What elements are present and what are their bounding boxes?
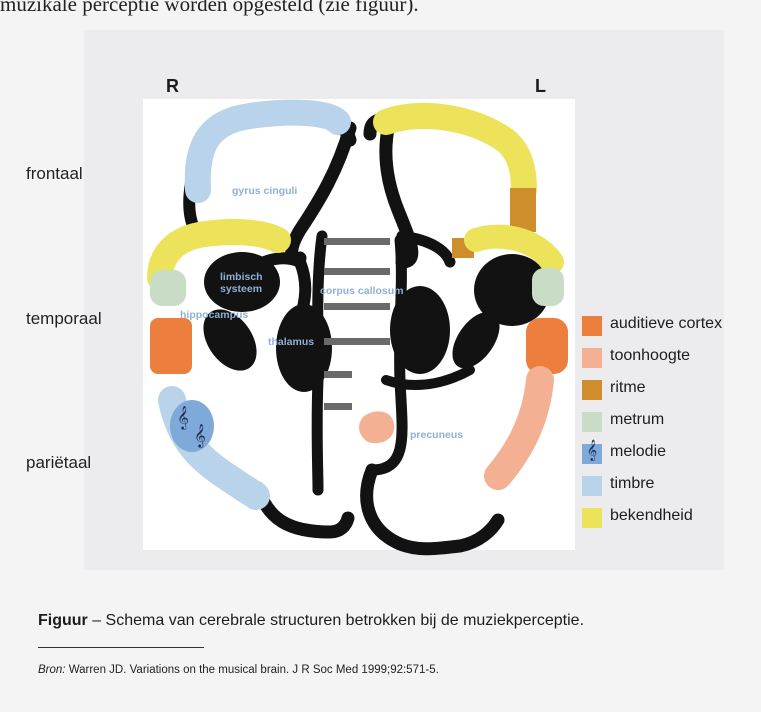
legend-label: timbre <box>610 475 654 493</box>
thalamus-label: thalamus <box>268 336 314 348</box>
left-occipital-contour <box>367 470 498 549</box>
legend-swatch <box>582 380 602 400</box>
source-divider <box>38 647 204 648</box>
legend-label: melodie <box>610 443 666 461</box>
legend-item: toonhoogte <box>582 345 761 369</box>
legend-label: auditieve cortex <box>610 315 722 333</box>
left-thalamus-blob <box>390 286 450 374</box>
legend-swatch <box>582 412 602 432</box>
callosum-bar-2 <box>324 268 390 275</box>
legend-item: bekendheid <box>582 505 761 529</box>
legend-swatch <box>582 508 602 528</box>
callosum-bar-3 <box>324 303 390 310</box>
figure-caption: Figuur – Schema van cerebrale structuren… <box>38 612 584 630</box>
legend-label: metrum <box>610 411 664 429</box>
right-thalamus-blob <box>276 304 332 392</box>
caption-text: – Schema van cerebrale structuren betrok… <box>88 612 584 629</box>
caption-label: Figuur <box>38 612 88 629</box>
limbic-system-label-line1: limbisch <box>220 271 263 283</box>
legend-label: ritme <box>610 379 646 397</box>
right-timbre-frontal <box>198 113 338 190</box>
legend-swatch <box>582 316 602 336</box>
corpus-callosum-label: corpus callosum <box>320 285 403 297</box>
legend-item: 𝄞 melodie <box>582 441 761 465</box>
right-auditory-cortex <box>150 318 192 374</box>
callosum-bar-6 <box>324 403 352 410</box>
legend-item: ritme <box>582 377 761 401</box>
left-precuneus-region <box>359 411 394 443</box>
source-text: Warren JD. Variations on the musical bra… <box>66 664 439 676</box>
precuneus-label: precuneus <box>410 429 463 441</box>
callosum-bar-4 <box>324 338 390 345</box>
legend-label: toonhoogte <box>610 347 690 365</box>
legend-swatch <box>582 476 602 496</box>
legend-label: bekendheid <box>610 507 693 525</box>
right-metrum <box>150 270 186 306</box>
legend-swatch <box>582 348 602 368</box>
limbic-system-label-line2: systeem <box>220 283 262 295</box>
hippocampus-label: hippocampus <box>180 309 248 321</box>
legend-item: metrum <box>582 409 761 433</box>
right-occipital-contour <box>258 488 348 532</box>
source-citation: Bron: Warren JD. Variations on the music… <box>38 664 439 676</box>
callosum-bar-5 <box>324 371 352 378</box>
gyrus-cinguli-label: gyrus cinguli <box>232 185 297 197</box>
treble-clef-icon: 𝄞 <box>177 405 189 430</box>
legend-item: auditieve cortex <box>582 313 761 337</box>
left-metrum <box>532 268 564 306</box>
treble-clef-icon: 𝄞 <box>194 423 206 448</box>
left-toonhoogte <box>498 380 540 476</box>
treble-clef-icon: 𝄞 <box>582 440 602 461</box>
legend-item: timbre <box>582 473 761 497</box>
callosum-bar-1 <box>324 238 390 245</box>
left-bekendheid-frontal <box>386 116 524 190</box>
left-ritme-frontal <box>510 188 536 232</box>
source-label: Bron: <box>38 664 66 676</box>
left-auditory-cortex <box>526 318 568 374</box>
